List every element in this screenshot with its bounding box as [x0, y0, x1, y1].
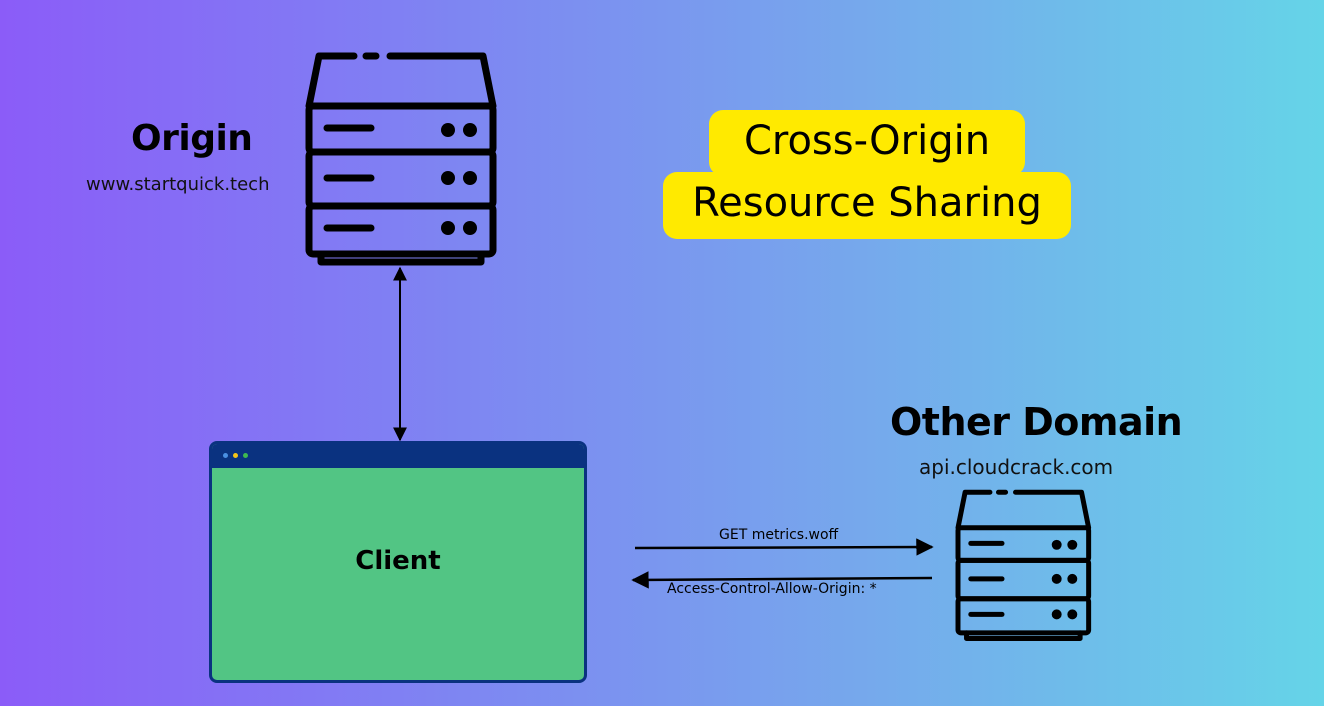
- origin-domain: www.startquick.tech: [86, 174, 270, 195]
- window-dot-icon: [223, 453, 228, 458]
- heading-line1: Cross-Origin: [743, 118, 991, 164]
- request-label: GET metrics.woff: [719, 527, 839, 543]
- response-arrow: [631, 571, 933, 589]
- window-dot-icon: [243, 453, 248, 458]
- window-dot-icon: [233, 453, 238, 458]
- other-server-icon: [958, 492, 1089, 638]
- other-domain-title: Other Domain: [890, 400, 1183, 444]
- browser-title-bar: [212, 444, 584, 468]
- other-domain-url: api.cloudcrack.com: [919, 455, 1114, 479]
- request-arrow: [634, 538, 934, 556]
- heading-line2: Resource Sharing: [692, 180, 1042, 226]
- response-header-label: Access-Control-Allow-Origin: *: [667, 581, 877, 597]
- client-browser-window: Client: [209, 441, 587, 683]
- origin-server-icon: [309, 56, 493, 262]
- heading-highlight-line1: [709, 110, 1025, 176]
- heading-highlight-line2: [663, 172, 1071, 239]
- client-label: Client: [355, 546, 441, 576]
- origin-title: Origin: [131, 118, 253, 159]
